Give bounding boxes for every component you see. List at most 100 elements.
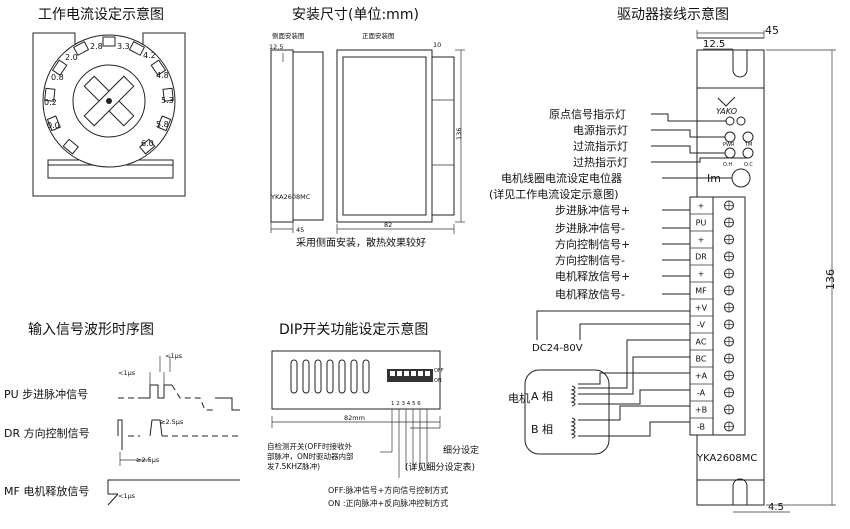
front-dim-10: 10 [433,41,441,49]
dimension-drawing: 侧面安装图 正面安装图 12.5 YKA2608MC 45 10 136 82 … [269,31,465,249]
front-view-side [431,56,455,216]
current-dial: 0.0 0.2 0.8 2.0 2.8 3.3 4.2 4.8 5.3 5.8 … [32,32,186,197]
dc-supply-label: DC24-80V [532,343,583,354]
potentiometer-label: 电机线圈电流设定电位器 [501,171,622,185]
front-dim-136: 136 [455,128,463,140]
terminal-label: AC [696,338,707,347]
front-view-plate [342,56,427,216]
dial-value-0: 0.0 [47,121,60,130]
signal-mf-plus: 电机释放信号+ [555,269,630,283]
dip-toggles [390,371,430,376]
signal-dr-plus: 方向控制信号+ [555,237,630,251]
origin-led-2 [736,116,746,126]
motor-box [524,369,610,455]
terminal-label: -A [697,389,706,398]
potentiometer-note: (详见工作电流设定示意图) [489,187,619,201]
title-dimensions: 安装尺寸(单位:mm) [292,7,419,23]
tm-label: TM [744,142,752,148]
title-current-setting: 工作电流设定示意图 [38,6,164,23]
phase-b-label: B 相 [531,423,553,436]
self-test-line-2: 部脉冲，ON时驱动器内部 [267,451,354,461]
front-view-label: 正面安装图 [362,31,395,40]
dip-switch-diagram: OFF ON 1 2 3 4 5 6 82mm 自检测开关(OFF时接收外 部脉… [267,350,479,508]
overcurrent-led [724,147,736,159]
indicator-labels: 原点信号指示灯 电源指示灯 过流指示灯 过热指示灯 电机线圈电流设定电位器 (详… [489,107,748,201]
oh-label: O.H [723,162,732,168]
driver-body: 45 12.5 YAKO PWR TM O.H O.C Im YKA2608MC [689,24,837,513]
microstep-note: (详见细分设定表) [405,461,475,473]
dial-value-1: 0.2 [44,98,57,107]
terminal-label: MF [695,287,707,296]
dip-width: 82mm [344,414,365,422]
dip-on-label: ON [434,378,442,384]
terminal-label: +A [695,372,708,381]
dial-value-8: 5.3 [161,96,174,105]
signal-pu-minus: 步进脉冲信号- [555,221,625,235]
dial-value-9: 5.8 [156,120,169,129]
dip-off-label: OFF [434,368,444,374]
pwr-label: PWR [723,142,735,148]
terminal-label: -B [697,423,705,432]
power-motor-wiring: DC24-80V 电机 A 相 B 相 [508,310,690,455]
indicator-overcurrent: 过流指示灯 [573,139,628,153]
dial-value-2: 0.8 [51,73,64,82]
signal-dr-minus: 方向控制信号- [555,253,625,267]
timing-t2: <1μs [165,352,183,360]
dial-value-10: 6.0 [141,139,154,148]
phase-a-label: A 相 [531,390,553,403]
timing-t3: ≥2.5μs [160,418,184,426]
microstep-label: 细分设定 [443,444,479,456]
terminal-label: + [698,202,705,211]
indicator-power: 电源指示灯 [573,123,628,137]
off-description: OFF:脉冲信号+方向信号控制方式 [328,485,448,495]
driver-model: YKA2608MC [696,453,757,464]
overheat-led [742,147,754,159]
dip-numbers: 1 2 3 4 5 6 [391,401,421,407]
motor-label: 电机 [508,391,530,405]
oc-label: O.C [744,162,753,168]
side-view-heatsink [292,51,324,221]
terminal-label: +B [695,406,707,415]
dial-value-7: 4.8 [156,71,169,80]
terminal-label: DR [695,253,707,262]
indicator-origin: 原点信号指示灯 [549,107,626,121]
self-test-line-3: 发7.5KHZ脉冲) [267,461,320,471]
signal-labels: 步进脉冲信号+ 步进脉冲信号- 方向控制信号+ 方向控制信号- 电机释放信号+ … [555,203,690,301]
dial-value-4: 2.8 [90,42,103,51]
dial-ticks [44,36,174,155]
current-potentiometer [731,168,751,188]
side-view-model: YKA2608MC [270,193,311,201]
brand-logo: YAKO [716,107,737,116]
side-view-label: 侧面安装图 [272,31,305,40]
power-led [724,131,736,143]
wiring-dim-136: 136 [824,269,837,290]
dip-vents [290,359,370,394]
timing-pu-label: PU 步进脉冲信号 [4,387,88,401]
wiring-dim-12-5: 12.5 [703,39,725,50]
timing-t4: ≥2.5μs [136,456,160,464]
timing-t5: <1μs [118,492,136,500]
front-dim-82: 82 [384,221,392,229]
self-test-line-1: 自检测开关(OFF时接收外 [267,441,352,451]
dial-value-3: 2.0 [65,53,78,62]
on-description: ON :正向脉冲+反向脉冲控制方式 [328,498,448,508]
terminal-label: +V [695,304,708,313]
indicator-overheat: 过热指示灯 [573,155,628,169]
timing-dr-label: DR 方向控制信号 [4,426,90,440]
origin-led [725,116,735,126]
signal-mf-minus: 电机释放信号- [555,287,625,301]
dial-cross [83,75,135,127]
title-wiring: 驱动器接线示意图 [617,6,729,23]
signal-pu-plus: 步进脉冲信号+ [555,203,630,217]
wiring-dim-45: 45 [765,24,779,37]
terminal-label: PU [696,219,707,228]
mounting-note: 采用侧面安装，散热效果较好 [296,236,426,249]
terminal-label: + [698,270,705,279]
terminal-label: -V [697,321,705,330]
dial-value-5: 3.3 [117,42,130,51]
wiring-dim-4-5: 4.5 [768,502,784,513]
dial-value-6: 4.2 [143,51,156,60]
